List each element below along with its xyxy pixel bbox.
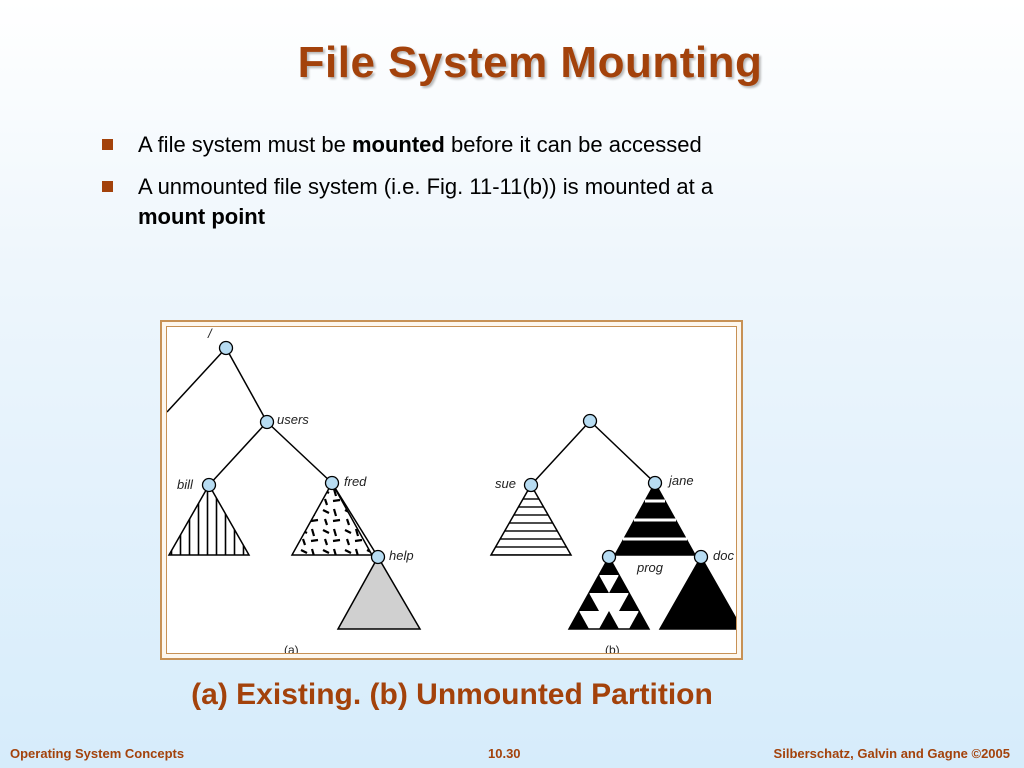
label-help: help xyxy=(389,548,414,563)
footer-slide-number: 10.30 xyxy=(488,746,521,761)
bullet-item: A unmounted file system (i.e. Fig. 11-11… xyxy=(102,172,782,232)
label-doc: doc xyxy=(713,548,734,563)
users-node xyxy=(259,414,275,430)
figure-canvas: / users bill fred help xyxy=(166,326,737,654)
figure-frame: / users bill fred help xyxy=(160,320,743,660)
bill-node xyxy=(201,477,217,493)
doc-subtree xyxy=(658,555,736,630)
edge-b-root-sue xyxy=(530,420,591,486)
bullet-text: before it can be accessed xyxy=(444,132,702,157)
edge-root-users xyxy=(225,347,268,423)
fred-subtree xyxy=(290,481,374,556)
square-bullet-icon xyxy=(102,181,113,192)
root-node xyxy=(218,340,234,356)
edge-b-root-jane xyxy=(589,420,656,484)
jane-subtree xyxy=(613,481,697,556)
label-users: users xyxy=(277,412,309,427)
edge-root-left xyxy=(167,347,227,413)
prog-subtree xyxy=(567,555,651,630)
mount-tree-diagram: / users bill fred help xyxy=(167,327,736,654)
label-fred: fred xyxy=(344,474,367,489)
edge-users-fred xyxy=(266,421,333,484)
slide-title: File System Mounting xyxy=(297,38,763,87)
sue-subtree xyxy=(489,483,573,556)
edge-users-bill xyxy=(208,421,268,486)
bullet-text: A unmounted file system (i.e. Fig. 11-11… xyxy=(138,174,714,199)
panel-a-label: (a) xyxy=(284,643,299,654)
label-root: / xyxy=(207,327,213,341)
bullet-bold-text: mount point xyxy=(138,204,266,229)
footer-copyright: Silberschatz, Galvin and Gagne ©2005 xyxy=(773,746,1010,761)
bill-subtree xyxy=(167,483,251,556)
label-jane: jane xyxy=(667,473,694,488)
sue-node xyxy=(523,477,539,493)
b-root-node xyxy=(582,413,598,429)
prog-node xyxy=(601,549,617,565)
bullet-item: A file system must be mounted before it … xyxy=(102,130,782,160)
fred-node xyxy=(324,475,340,491)
footer-course-title: Operating System Concepts xyxy=(10,746,185,761)
bullet-text: A file system must be xyxy=(138,132,352,157)
help-subtree xyxy=(336,555,422,630)
square-bullet-icon xyxy=(102,139,113,150)
jane-node xyxy=(647,475,663,491)
label-bill: bill xyxy=(177,477,194,492)
bullet-bold-text: mounted xyxy=(351,132,445,157)
label-prog: prog xyxy=(636,560,664,575)
panel-b-label: (b) xyxy=(605,643,620,654)
doc-node xyxy=(693,549,709,565)
help-node xyxy=(370,549,386,565)
label-sue: sue xyxy=(495,476,516,491)
bullet-list: A file system must be mounted before it … xyxy=(102,130,782,244)
figure-caption: (a) Existing. (b) Unmounted Partition xyxy=(191,678,713,711)
tree-b-edges xyxy=(530,420,656,486)
